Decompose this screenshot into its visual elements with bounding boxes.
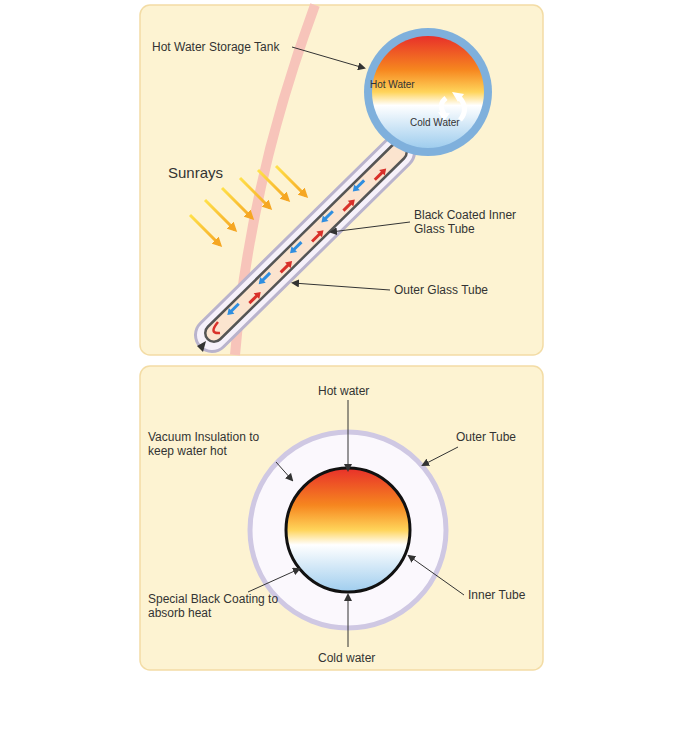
part-label: Special Black Coating to absorb heat (148, 592, 284, 620)
part-label: Hot Water Storage Tank (152, 40, 279, 54)
hot-flow-arrow (312, 230, 323, 241)
collector-tube (197, 152, 398, 352)
sun-ray (190, 215, 220, 245)
flow-arrows (213, 169, 386, 334)
sun-ray (240, 178, 270, 208)
cold-flow-arrow (227, 304, 238, 315)
hot-flow-arrow (281, 261, 292, 272)
cold-flow-arrow (259, 273, 270, 284)
cold-flow-arrow (290, 242, 301, 253)
turn-arrow (213, 322, 220, 333)
part-label: Sunrays (168, 164, 223, 182)
tank-text: Cold Water (410, 117, 460, 129)
part-label: Inner Tube (468, 588, 525, 602)
convection-arrow (441, 98, 446, 114)
hot-flow-arrow (249, 292, 260, 303)
part-label: Hot water (318, 384, 369, 398)
storage-tank: Hot WaterCold Water (360, 24, 496, 160)
hot-flow-arrow (375, 169, 386, 180)
sun-ray (205, 200, 235, 230)
top-panel (140, 5, 543, 355)
part-label: Outer Glass Tube (394, 283, 488, 297)
part-label: Black Coated Inner Glass Tube (414, 208, 534, 236)
cold-flow-arrow (353, 180, 364, 191)
sun-ray (276, 166, 306, 196)
hot-flow-arrow (343, 199, 354, 210)
cold-flow-arrow (321, 211, 332, 222)
part-label: Cold water (318, 651, 375, 665)
part-label: Outer Tube (456, 430, 516, 444)
sun-ray (222, 188, 252, 218)
tank-text: Hot Water (370, 79, 415, 91)
tank-shape (360, 24, 496, 160)
bottom-panel (140, 366, 543, 670)
convection-head (452, 92, 464, 102)
part-label: Vacuum Insulation to keep water hot (148, 430, 288, 458)
